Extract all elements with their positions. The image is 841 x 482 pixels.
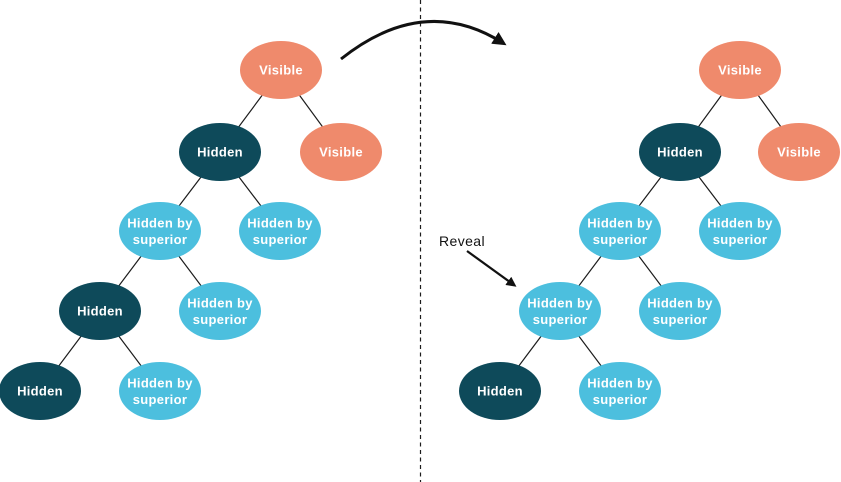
- node-ellipse: [519, 282, 601, 340]
- node-visible: Visible: [758, 123, 840, 181]
- node-ellipse: [758, 123, 840, 181]
- node-ellipse: [179, 282, 261, 340]
- node-hidden: Hidden: [459, 362, 541, 420]
- node-ellipse: [579, 362, 661, 420]
- node-label: Hidden: [477, 384, 523, 399]
- node-visible: Visible: [300, 123, 382, 181]
- reveal-annotation: Reveal: [439, 233, 517, 287]
- node-visible: Visible: [240, 41, 322, 99]
- node-ellipse: [579, 202, 661, 260]
- node-label: Hidden: [17, 384, 63, 399]
- node-label: Visible: [777, 145, 821, 160]
- node-label: Hidden: [657, 145, 703, 160]
- node-ellipse: [179, 123, 261, 181]
- node-hidden: Hidden: [179, 123, 261, 181]
- node-ellipse: [240, 41, 322, 99]
- node-ellipse: [239, 202, 321, 260]
- node-ellipse: [699, 202, 781, 260]
- node-ellipse: [639, 282, 721, 340]
- node-label: Hidden: [77, 304, 123, 319]
- node-ellipse: [59, 282, 141, 340]
- node-hidden: Hidden: [639, 123, 721, 181]
- node-label: Visible: [718, 63, 762, 78]
- node-ellipse: [0, 362, 81, 420]
- node-ellipse: [699, 41, 781, 99]
- node-label: Hidden: [197, 145, 243, 160]
- transform-arrow: [340, 19, 507, 61]
- node-ellipse: [459, 362, 541, 420]
- node-visible: Visible: [699, 41, 781, 99]
- reveal-arrow: [466, 250, 517, 287]
- node-hidden: Hidden: [59, 282, 141, 340]
- reveal-label: Reveal: [439, 233, 485, 249]
- node-hidden: Hidden: [0, 362, 81, 420]
- node-label: Visible: [259, 63, 303, 78]
- node-ellipse: [639, 123, 721, 181]
- node-ellipse: [119, 202, 201, 260]
- node-label: Visible: [319, 145, 363, 160]
- node-ellipse: [300, 123, 382, 181]
- node-ellipse: [119, 362, 201, 420]
